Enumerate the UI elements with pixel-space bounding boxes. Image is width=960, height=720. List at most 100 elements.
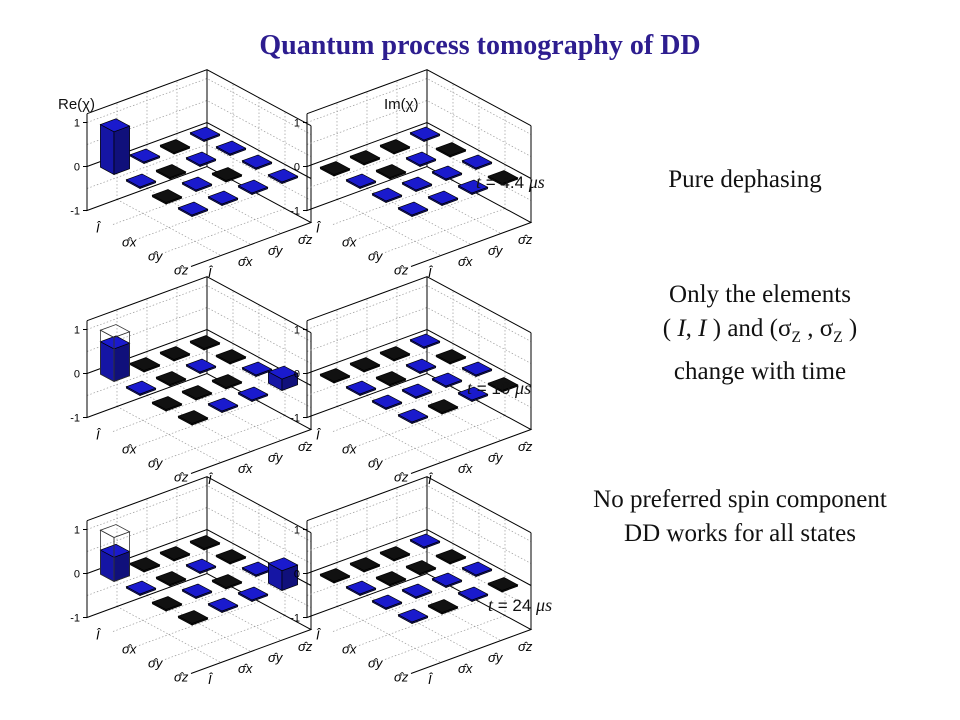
z-tick-label: -1 [70, 613, 80, 625]
ideal-bar-outline [99, 324, 131, 338]
chi-bar-1-0 [345, 173, 377, 190]
floor-gridline [332, 387, 454, 432]
chi-bar-1-1 [375, 571, 407, 587]
zero-plane-line [306, 121, 532, 179]
chi-bar-3-2 [457, 586, 489, 603]
chi-bar-3-2 [237, 386, 269, 403]
floor-gridline [146, 595, 252, 652]
chi-bar-2-1 [181, 176, 213, 193]
wall-gridline [306, 78, 532, 135]
chi-bar-2-2 [211, 167, 243, 183]
z-tick-label: 0 [294, 369, 300, 381]
column-operator-label: Î [428, 672, 434, 687]
floor-gridline [146, 395, 252, 452]
floor-gridline [396, 177, 502, 234]
floor-gridline [112, 180, 234, 225]
chi-bar-3-3 [487, 377, 519, 393]
column-operator-label: σ̂x [458, 254, 473, 269]
row-operator-label: σ̂z [394, 470, 409, 485]
chi-bar-3-2 [237, 179, 269, 196]
chi-bar-2-0 [371, 187, 403, 204]
chi-bar-2-1 [401, 176, 433, 193]
column-operator-label: σ̂x [458, 461, 473, 476]
row-operator-label: σ̂z [174, 470, 189, 485]
chi-bar-3-0 [177, 410, 209, 426]
re-chi-header: Re(χ) [58, 96, 96, 113]
floor-gridline [384, 208, 506, 253]
wall-gridline [86, 144, 312, 201]
chi-bar-2-1 [181, 583, 213, 600]
floor-gridline [176, 584, 282, 641]
chi-bar-1-2 [405, 151, 437, 168]
row-operator-label: σ̂x [342, 642, 357, 657]
only-elements-line2: ( I, I ) and (σZ , σZ ) [662, 315, 858, 346]
row-operator-label: σ̂y [368, 456, 384, 471]
chi-bar-3-0 [397, 408, 429, 425]
z-tick-label: 0 [294, 162, 300, 174]
chi-bar-3-0 [177, 610, 209, 626]
no-preferred-line1: No preferred spin component [593, 486, 887, 513]
floor-gridline [112, 387, 234, 432]
chi-bar-2-0 [371, 394, 403, 411]
chi-bar-3-0 [177, 201, 209, 218]
z-tick-label: 1 [74, 325, 80, 337]
chi-bar-2-3 [461, 154, 493, 171]
column-operator-label: σ̂z [298, 639, 313, 654]
chi-bar-3-3 [267, 365, 299, 392]
chi-bar-0-3 [409, 333, 441, 350]
wall-gridline [306, 285, 532, 342]
z-tick-label: 1 [74, 525, 80, 537]
chi-bar-3-1 [427, 190, 459, 207]
floor-gridline [358, 401, 480, 446]
zero-plane-line [306, 328, 532, 386]
row-operator-label: σ̂y [148, 656, 164, 671]
z-tick-label: 1 [294, 325, 300, 337]
pure-dephasing-note: Pure dephasing [668, 166, 822, 193]
chi-bar-0-0 [319, 161, 351, 177]
page-title: Quantum process tomography of DD [259, 30, 701, 61]
chi-bar-0-3 [409, 533, 441, 550]
chi-bar-2-0 [371, 594, 403, 611]
chi-bar-1-0 [125, 580, 157, 597]
z-tick-label: 0 [74, 162, 80, 174]
chi-bar-2-2 [431, 572, 463, 589]
chi-bar-0-3 [189, 335, 221, 351]
floor-gridline [366, 595, 472, 652]
chi-bar-0-2 [379, 546, 411, 562]
row-operator-label: Î [316, 428, 322, 443]
chi-bar-1-3 [435, 549, 467, 565]
chi-bar-3-3 [487, 577, 519, 593]
row-operator-label: Î [316, 221, 322, 236]
chi-bar-3-1 [427, 599, 459, 615]
column-operator-label: σ̂y [488, 243, 504, 258]
chi-bar-2-2 [431, 372, 463, 389]
chi-bar-0-0 [99, 118, 131, 176]
chi-bar-1-3 [435, 142, 467, 158]
chi-bar-0-2 [379, 139, 411, 155]
row-operator-label: σ̂y [148, 456, 164, 471]
chi-bar-2-1 [401, 383, 433, 400]
chi-bar-2-1 [401, 583, 433, 600]
chi-bar-0-0 [99, 335, 131, 383]
chi-bar-0-1 [349, 150, 381, 166]
no-preferred-line2: DD works for all states [624, 520, 856, 547]
chi-bar-1-1 [155, 164, 187, 180]
chi-bar-3-1 [427, 399, 459, 415]
row-operator-label: σ̂z [174, 670, 189, 685]
wall-gridline [86, 78, 312, 135]
chi-bar-0-1 [129, 557, 161, 573]
row-operator-label: Î [96, 221, 102, 236]
chi-bar-3-2 [457, 386, 489, 403]
floor-gridline [164, 415, 286, 460]
chi-bar-0-0 [319, 568, 351, 584]
chi-bar-1-1 [155, 571, 187, 587]
time-label-4.4us: t = 4.4 μs [476, 172, 545, 192]
row-operator-label: σ̂x [342, 235, 357, 250]
chi-bar-0-2 [159, 546, 191, 562]
column-operator-label: σ̂z [298, 439, 313, 454]
floor-gridline [146, 188, 252, 245]
wall-gridline [86, 351, 312, 408]
chi-bar-1-2 [405, 358, 437, 375]
z-tick-label: -1 [290, 206, 300, 218]
